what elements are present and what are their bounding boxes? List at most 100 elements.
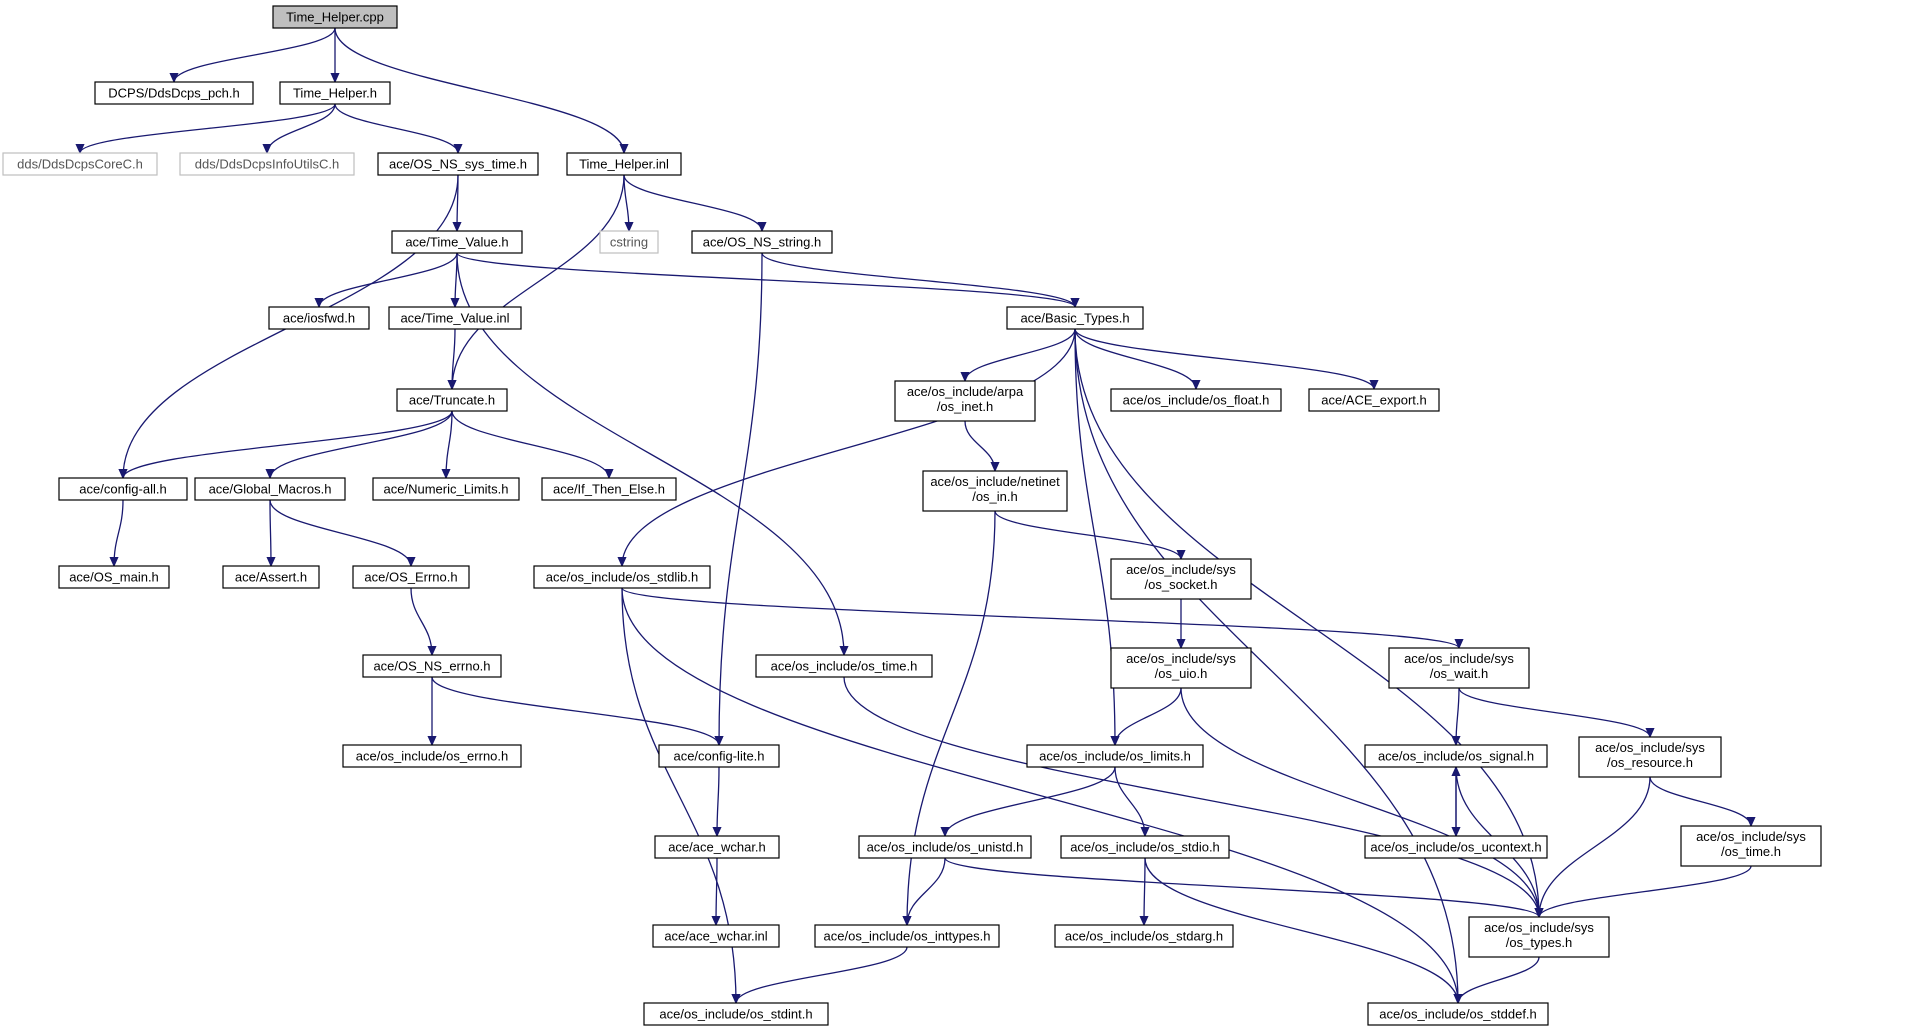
node-cstring[interactable]: cstring bbox=[599, 230, 659, 254]
edge-n27-to-n32 bbox=[431, 676, 719, 745]
node-ace-os-include-netinet-os-in-h[interactable]: ace/os_include/netinet/os_in.h bbox=[922, 470, 1068, 512]
node-ace-os-include-os-stdarg-h[interactable]: ace/os_include/os_stdarg.h bbox=[1054, 924, 1234, 948]
node-box bbox=[922, 470, 1068, 512]
node-ace-os-include-os-limits-h[interactable]: ace/os_include/os_limits.h bbox=[1026, 744, 1204, 768]
node-ace-ace-export-h[interactable]: ace/ACE_export.h bbox=[1308, 388, 1440, 412]
edge-n33-to-n37 bbox=[945, 766, 1116, 836]
node-box bbox=[377, 152, 539, 176]
edge-n0-to-n1 bbox=[174, 27, 336, 82]
edge-n33-to-n38 bbox=[1114, 766, 1145, 836]
node-label: Time_Helper.cpp bbox=[286, 10, 384, 25]
edge-n35-to-n40 bbox=[1649, 776, 1751, 826]
node-box bbox=[755, 654, 933, 678]
node-label: ace/os_include/netinet/os_in.h bbox=[930, 474, 1060, 504]
node-label: dds/DdsDcpsCoreC.h bbox=[17, 157, 143, 172]
node-box bbox=[396, 388, 508, 412]
node-box bbox=[652, 924, 780, 948]
node-dds-ddsdcpsinfoutilsc-h[interactable]: dds/DdsDcpsInfoUtilsC.h bbox=[179, 152, 355, 176]
node-label-line: ace/os_include/arpa bbox=[907, 384, 1024, 399]
edge-n21-to-n26 bbox=[994, 510, 1181, 559]
edge-n14-to-n21 bbox=[964, 420, 995, 471]
node-box bbox=[1468, 916, 1610, 958]
node-label: ace/Basic_Types.h bbox=[1020, 311, 1129, 326]
node-box bbox=[1388, 647, 1530, 689]
node-ace-os-main-h[interactable]: ace/OS_main.h bbox=[58, 565, 170, 589]
node-ace-os-include-sys-os-types-h[interactable]: ace/os_include/sys/os_types.h bbox=[1468, 916, 1610, 958]
node-ace-if-then-else-h[interactable]: ace/If_Then_Else.h bbox=[541, 477, 677, 501]
node-label: ace/config-all.h bbox=[79, 482, 166, 497]
edge-n12-to-n16 bbox=[1074, 328, 1374, 389]
node-label: ace/Time_Value.h bbox=[405, 235, 508, 250]
node-ace-os-include-sys-os-resource-h[interactable]: ace/os_include/sys/os_resource.h bbox=[1578, 736, 1722, 778]
node-label: ace/os_include/sys/os_uio.h bbox=[1126, 651, 1236, 681]
edge-n32-to-n36 bbox=[717, 766, 719, 836]
node-ace-truncate-h[interactable]: ace/Truncate.h bbox=[396, 388, 508, 412]
edge-n17-to-n22 bbox=[114, 499, 124, 566]
node-ace-os-include-sys-os-socket-h[interactable]: ace/os_include/sys/os_socket.h bbox=[1110, 558, 1252, 600]
node-ace-config-all-h[interactable]: ace/config-all.h bbox=[58, 477, 188, 501]
edge-n9-to-n12 bbox=[761, 252, 1075, 307]
node-ace-os-include-os-stdint-h[interactable]: ace/os_include/os_stdint.h bbox=[643, 1002, 829, 1026]
node-ace-os-ns-string-h[interactable]: ace/OS_NS_string.h bbox=[691, 230, 833, 254]
node-ace-ace-wchar-h[interactable]: ace/ace_wchar.h bbox=[654, 835, 780, 859]
node-ace-os-include-os-errno-h[interactable]: ace/os_include/os_errno.h bbox=[342, 744, 522, 768]
node-ace-os-include-os-unistd-h[interactable]: ace/os_include/os_unistd.h bbox=[858, 835, 1032, 859]
node-ace-numeric-limits-h[interactable]: ace/Numeric_Limits.h bbox=[372, 477, 520, 501]
node-ace-os-include-os-signal-h[interactable]: ace/os_include/os_signal.h bbox=[1364, 744, 1548, 768]
node-label: DCPS/DdsDcps_pch.h bbox=[108, 86, 240, 101]
node-ace-os-include-os-inttypes-h[interactable]: ace/os_include/os_inttypes.h bbox=[814, 924, 1000, 948]
node-ace-os-include-os-time-h[interactable]: ace/os_include/os_time.h bbox=[755, 654, 933, 678]
node-ace-os-include-os-stdlib-h[interactable]: ace/os_include/os_stdlib.h bbox=[533, 565, 711, 589]
node-label: ace/Global_Macros.h bbox=[209, 482, 332, 497]
node-label-line: /os_types.h bbox=[1506, 935, 1573, 950]
node-ace-time-value-inl[interactable]: ace/Time_Value.inl bbox=[388, 306, 522, 330]
node-ace-os-errno-h[interactable]: ace/OS_Errno.h bbox=[352, 565, 470, 589]
node-label: ace/iosfwd.h bbox=[283, 311, 355, 326]
edge-n12-to-n14 bbox=[965, 328, 1076, 381]
node-ace-os-include-os-stdio-h[interactable]: ace/os_include/os_stdio.h bbox=[1060, 835, 1230, 859]
node-label: ace/os_include/os_stddef.h bbox=[1379, 1007, 1537, 1022]
node-time-helper-h[interactable]: Time_Helper.h bbox=[279, 81, 391, 105]
node-ace-os-include-os-float-h[interactable]: ace/os_include/os_float.h bbox=[1110, 388, 1282, 412]
node-box bbox=[1367, 1002, 1549, 1026]
node-time-helper-inl[interactable]: Time_Helper.inl bbox=[566, 152, 682, 176]
node-ace-ace-wchar-inl[interactable]: ace/ace_wchar.inl bbox=[652, 924, 780, 948]
node-ace-config-lite-h[interactable]: ace/config-lite.h bbox=[658, 744, 780, 768]
node-label: ace/ACE_export.h bbox=[1321, 393, 1427, 408]
node-ace-basic-types-h[interactable]: ace/Basic_Types.h bbox=[1006, 306, 1144, 330]
node-ace-os-include-os-stddef-h[interactable]: ace/os_include/os_stddef.h bbox=[1367, 1002, 1549, 1026]
edge-n40-to-n44 bbox=[1539, 865, 1752, 917]
node-ace-os-include-os-ucontext-h[interactable]: ace/os_include/os_ucontext.h bbox=[1364, 835, 1548, 859]
node-dcps-ddsdcps-pch-h[interactable]: DCPS/DdsDcps_pch.h bbox=[94, 81, 254, 105]
node-ace-os-ns-sys-time-h[interactable]: ace/OS_NS_sys_time.h bbox=[377, 152, 539, 176]
node-ace-os-include-sys-os-uio-h[interactable]: ace/os_include/sys/os_uio.h bbox=[1110, 647, 1252, 689]
node-time-helper-cpp[interactable]: Time_Helper.cpp bbox=[272, 5, 398, 29]
node-label: ace/Numeric_Limits.h bbox=[384, 482, 509, 497]
node-label: dds/DdsDcpsInfoUtilsC.h bbox=[195, 157, 340, 172]
node-label: ace/os_include/sys/os_time.h bbox=[1696, 829, 1806, 859]
edge-n9-to-n32 bbox=[719, 252, 763, 745]
node-ace-iosfwd-h[interactable]: ace/iosfwd.h bbox=[268, 306, 370, 330]
node-ace-os-include-sys-os-time-h[interactable]: ace/os_include/sys/os_time.h bbox=[1680, 825, 1822, 867]
node-label-line: /os_uio.h bbox=[1155, 666, 1208, 681]
node-label: ace/os_include/os_unistd.h bbox=[867, 840, 1024, 855]
node-label: ace/os_include/os_stdio.h bbox=[1070, 840, 1220, 855]
node-label: ace/Time_Value.inl bbox=[400, 311, 509, 326]
node-dds-ddsdcpscorec-h[interactable]: dds/DdsDcpsCoreC.h bbox=[2, 152, 158, 176]
node-label: ace/OS_Errno.h bbox=[364, 570, 457, 585]
node-ace-assert-h[interactable]: ace/Assert.h bbox=[222, 565, 320, 589]
edge-n2-to-n5 bbox=[334, 103, 458, 153]
node-label: ace/os_include/os_stdarg.h bbox=[1065, 929, 1223, 944]
node-label-line: /os_time.h bbox=[1721, 844, 1781, 859]
node-ace-global-macros-h[interactable]: ace/Global_Macros.h bbox=[194, 477, 346, 501]
node-ace-time-value-h[interactable]: ace/Time_Value.h bbox=[391, 230, 523, 254]
node-box bbox=[391, 230, 523, 254]
node-label-line: ace/os_include/sys bbox=[1484, 920, 1594, 935]
node-ace-os-include-sys-os-wait-h[interactable]: ace/os_include/sys/os_wait.h bbox=[1388, 647, 1530, 689]
node-box bbox=[1308, 388, 1440, 412]
node-ace-os-ns-errno-h[interactable]: ace/OS_NS_errno.h bbox=[362, 654, 502, 678]
node-label: ace/os_include/sys/os_socket.h bbox=[1126, 562, 1236, 592]
node-box bbox=[654, 835, 780, 859]
node-ace-os-include-arpa-os-inet-h[interactable]: ace/os_include/arpa/os_inet.h bbox=[894, 380, 1036, 422]
node-label-line: ace/os_include/sys bbox=[1595, 740, 1705, 755]
